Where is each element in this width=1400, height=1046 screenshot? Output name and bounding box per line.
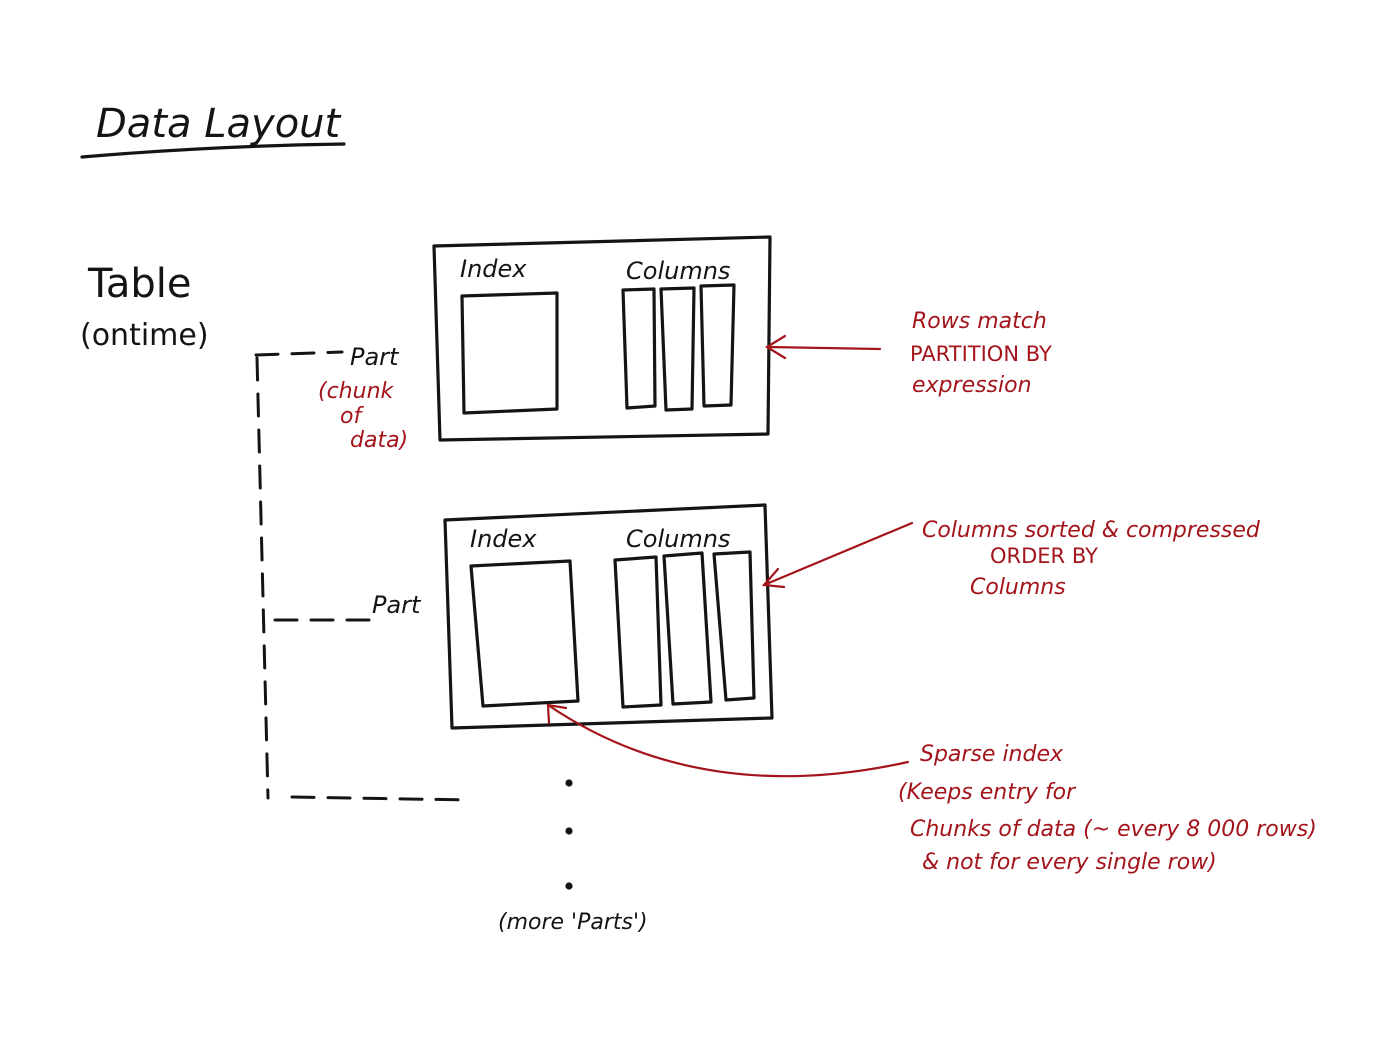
part-1-index-label: Index (460, 255, 527, 283)
part-2-index-label: Index (470, 525, 537, 553)
order-line-1: Columns sorted & compressed (922, 518, 1261, 543)
partition-line-2: PARTITION BY (910, 342, 1052, 366)
sparse-arrow-line (546, 703, 910, 778)
partition-line-1: Rows match (912, 309, 1047, 334)
partition-arrow-line (766, 345, 882, 351)
part-2-column-2 (662, 551, 713, 706)
connector-trunk (255, 356, 270, 800)
sparse-line-3: Chunks of data (~ every 8 000 rows) (910, 817, 1317, 842)
continuation-dot-2 (565, 827, 573, 835)
order-arrow-head (761, 567, 786, 589)
part-2-column-1 (613, 555, 663, 709)
sparse-arrow-head (546, 703, 568, 725)
continuation-dot-3 (565, 882, 573, 890)
part-1-note-line-3: data) (350, 428, 408, 453)
part-1-columns-label: Columns (626, 257, 730, 285)
part-2-columns-label: Columns (626, 525, 730, 553)
part-2-frame (443, 503, 774, 730)
part-2-column-3 (712, 550, 756, 702)
annotation-partition: Rows match PARTITION BY expression (764, 309, 1052, 398)
order-line-3: Columns (970, 575, 1066, 600)
table-label: Table (87, 261, 191, 307)
part-2-index-block (469, 559, 580, 708)
part-1-note-line-1: (chunk (318, 379, 395, 404)
diagram-title: Data Layout (96, 101, 342, 147)
part-2-box: Index Columns (443, 503, 774, 730)
table-sublabel: (ontime) (80, 318, 209, 353)
sparse-line-2: (Keeps entry for (898, 780, 1077, 805)
annotation-sparse-index: Sparse index (Keeps entry for Chunks of … (546, 703, 1317, 875)
continuation-dot-1 (565, 779, 573, 787)
part-1-column-2 (659, 286, 696, 412)
part-1-column-1 (621, 287, 657, 410)
part-1-column-3 (699, 283, 736, 408)
partition-arrow-head (764, 334, 787, 360)
more-parts-label: (more 'Parts') (498, 910, 648, 935)
annotation-order: Columns sorted & compressed ORDER BY Col… (761, 518, 1261, 600)
part-2-label: Part (372, 591, 422, 619)
sparse-line-4: & not for every single row) (922, 850, 1217, 875)
order-line-2: ORDER BY (990, 544, 1098, 568)
order-arrow-line (762, 521, 914, 587)
part-1-label: Part (350, 343, 400, 371)
connector-part-1 (254, 350, 344, 357)
part-1-note-line-2: of (340, 404, 364, 429)
partition-line-3: expression (912, 373, 1032, 398)
part-1-box: Index Columns (432, 235, 772, 442)
part-1-index-block (460, 291, 559, 415)
connector-more (290, 795, 472, 802)
sparse-line-1: Sparse index (920, 742, 1064, 767)
part-1-frame (432, 235, 772, 442)
title-underline (80, 142, 346, 159)
